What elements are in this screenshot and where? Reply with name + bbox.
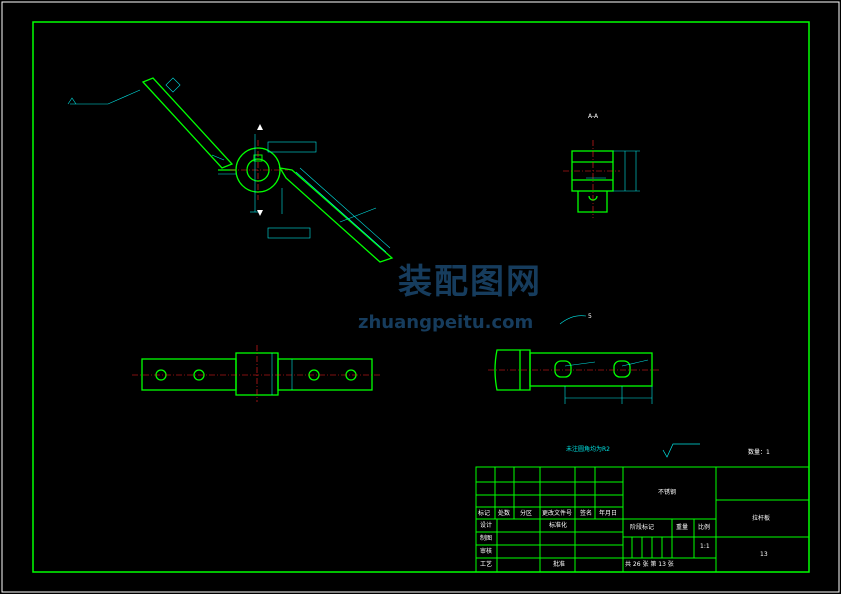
watermark-cn: 装配图网 <box>398 262 542 302</box>
section-aa-view <box>571 150 614 213</box>
section-aa-centerline <box>563 140 620 218</box>
tb-count: 处数 <box>498 510 511 517</box>
flat-view-centerlines <box>132 345 382 402</box>
roughness-symbol <box>662 443 700 458</box>
tech-requirement: 未注圆角均为R2 <box>566 446 610 453</box>
main-view-centerlines <box>230 140 288 200</box>
tb-sheets: 共 26 张 第 13 张 <box>625 561 674 568</box>
tb-approve: 批准 <box>553 561 566 568</box>
role-design: 设计 <box>480 522 493 529</box>
section-arrows <box>257 124 263 216</box>
main-view-dimensions <box>67 77 391 253</box>
tb-standardization: 标准化 <box>549 522 568 529</box>
tb-mark: 标记 <box>478 510 491 517</box>
drawing-name: 拉杆板 <box>752 515 771 522</box>
view-label: 5 <box>588 313 592 320</box>
role-process: 工艺 <box>480 561 493 568</box>
section-aa-dims <box>586 150 640 192</box>
tb-zone: 分区 <box>520 510 533 517</box>
part-name: 不锈钢 <box>658 489 677 496</box>
tb-scale-label: 比例 <box>698 524 711 531</box>
scale-value: 1:1 <box>700 543 710 550</box>
tb-sign: 签名 <box>580 510 593 517</box>
role-review: 审核 <box>480 548 493 555</box>
side-view-dims <box>559 315 653 404</box>
title-block-grid <box>475 466 810 573</box>
flat-view-dims <box>271 353 293 395</box>
tb-stage-mark: 阶段标记 <box>630 524 655 531</box>
side-view <box>494 349 653 391</box>
qty-label: 数量：1 <box>748 449 770 456</box>
drawing-frame <box>32 21 810 573</box>
role-draft: 制图 <box>480 535 493 542</box>
section-label: A-A <box>588 113 599 120</box>
tb-date: 年月日 <box>599 510 618 517</box>
drawing-code: 13 <box>760 551 768 558</box>
watermark-en: zhuangpeitu.com <box>358 312 534 333</box>
tb-change-doc: 更改文件号 <box>542 510 573 517</box>
tb-weight: 重量 <box>676 524 689 531</box>
